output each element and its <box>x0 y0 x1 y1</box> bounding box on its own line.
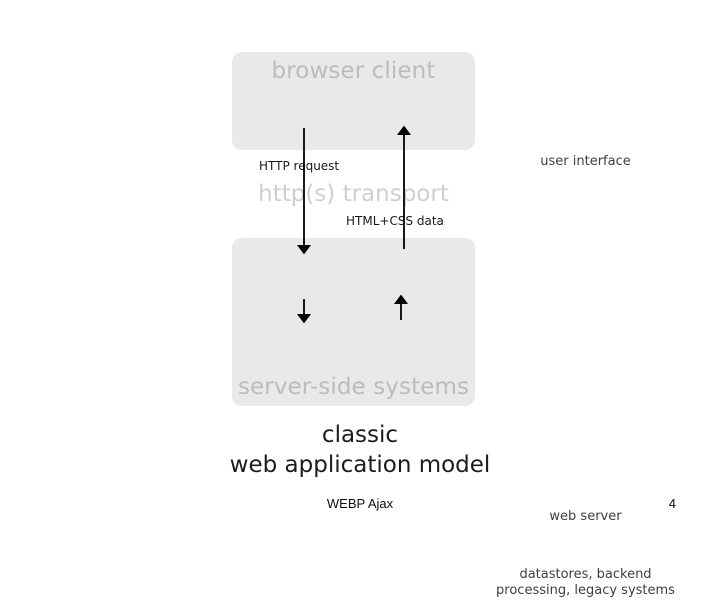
slide-canvas: browser client user interface http(s) tr… <box>0 52 720 606</box>
footer-title: WEBP Ajax <box>326 496 394 511</box>
footer-page-number: 4 <box>668 496 676 511</box>
user-interface-box-label: user interface <box>540 153 631 169</box>
caption-line-2: web application model <box>229 452 491 478</box>
slide-caption: classic web application model <box>0 420 720 480</box>
browser-client-panel: browser client user interface <box>232 52 683 179</box>
web-server-box-label: web server <box>549 509 622 524</box>
user-interface-box: user interface <box>488 144 683 179</box>
caption-line-1: classic <box>321 422 399 448</box>
browser-client-panel-title: browser client <box>271 58 436 84</box>
http-request-label: HTTP request <box>259 159 340 173</box>
web-server-box: web server <box>488 498 683 536</box>
server-side-systems-panel: server-side systems web server datastore… <box>232 238 683 606</box>
datastores-box-label-line1: datastores, backend <box>519 567 652 582</box>
server-side-systems-panel-title: server-side systems <box>237 374 470 400</box>
transport-layer-title: http(s) transport <box>258 181 449 207</box>
datastores-box-label-line2: processing, legacy systems <box>496 583 675 598</box>
datastores-box: datastores, backend processing, legacy s… <box>488 560 683 606</box>
datastores-box-label: datastores, backend processing, legacy s… <box>496 567 675 599</box>
html-css-data-label: HTML+CSS data <box>346 214 444 228</box>
